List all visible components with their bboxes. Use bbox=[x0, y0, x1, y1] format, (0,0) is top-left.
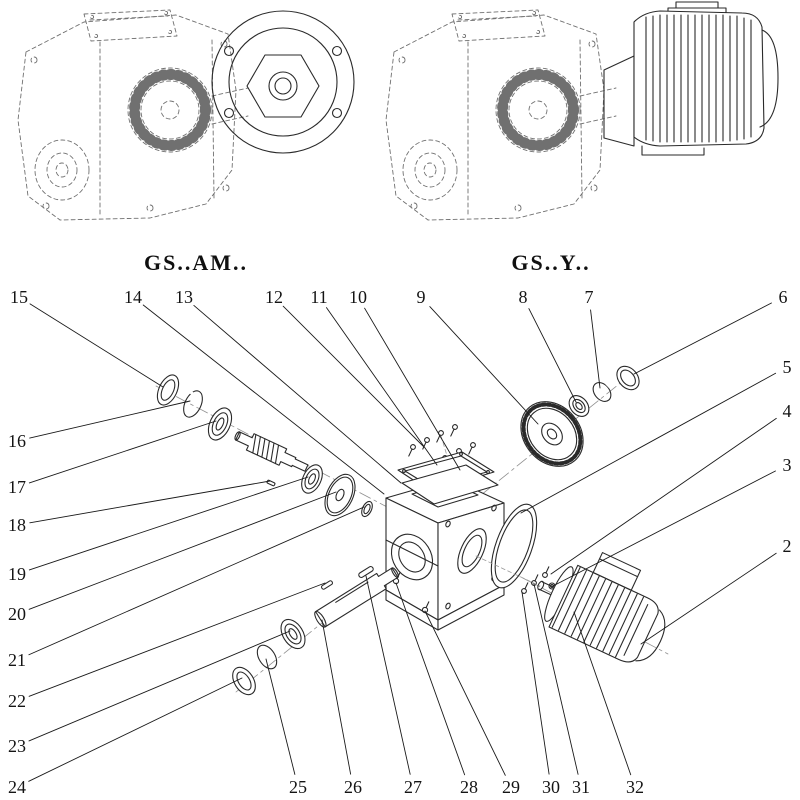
leader-line-25 bbox=[265, 658, 296, 775]
center-line-input-axis bbox=[155, 385, 669, 655]
leader-line-21 bbox=[28, 506, 365, 656]
callout-15: 15 bbox=[10, 287, 28, 307]
leader-line-18 bbox=[29, 480, 271, 524]
part-gear bbox=[520, 401, 584, 467]
callout-6: 6 bbox=[778, 287, 788, 307]
leader-line-10 bbox=[364, 307, 461, 471]
leader-line-22 bbox=[28, 582, 326, 697]
part-bearing-worm bbox=[301, 464, 323, 494]
callout-23: 23 bbox=[8, 736, 26, 756]
leader-line-29 bbox=[424, 610, 506, 776]
callout-4: 4 bbox=[782, 401, 792, 421]
callout-28: 28 bbox=[460, 777, 478, 797]
leader-line-2 bbox=[640, 552, 777, 645]
part-spacer-ring bbox=[361, 500, 373, 518]
part-pin bbox=[266, 479, 276, 487]
leader-line-28 bbox=[395, 582, 466, 776]
callout-29: 29 bbox=[502, 777, 520, 797]
leader-line-7 bbox=[590, 309, 601, 389]
gearbox-am-flange bbox=[211, 10, 355, 154]
callout-30: 30 bbox=[542, 777, 560, 797]
part-key-small bbox=[320, 580, 334, 590]
leader-line-24 bbox=[28, 677, 243, 782]
part-output-shaft bbox=[314, 567, 399, 628]
exploded-view-drawing bbox=[155, 365, 669, 696]
gearbox-y-housing bbox=[386, 10, 616, 220]
part-bearing-input bbox=[207, 407, 233, 441]
leader-line-19 bbox=[28, 476, 309, 571]
part-worm-shaft bbox=[234, 431, 309, 472]
callout-2: 2 bbox=[782, 536, 792, 556]
leader-line-13 bbox=[193, 305, 402, 484]
leader-lines bbox=[28, 302, 777, 782]
callout-7: 7 bbox=[584, 287, 594, 307]
callout-18: 18 bbox=[8, 515, 26, 535]
leader-line-9 bbox=[429, 306, 539, 425]
leader-line-30 bbox=[521, 591, 550, 775]
part-circlip-output bbox=[256, 644, 278, 670]
callout-9: 9 bbox=[416, 287, 426, 307]
part-circlip-top bbox=[592, 382, 613, 402]
part-cover-gasket bbox=[401, 464, 499, 505]
leader-line-32 bbox=[573, 611, 632, 776]
leader-line-27 bbox=[365, 575, 411, 775]
part-shim-disc bbox=[324, 473, 356, 517]
leader-line-5 bbox=[520, 372, 777, 514]
leader-line-17 bbox=[28, 420, 217, 484]
gearbox-y-motor bbox=[603, 1, 779, 156]
variant-label-gs-am: GS..AM.. bbox=[144, 250, 248, 275]
callout-12: 12 bbox=[265, 287, 283, 307]
leader-line-12 bbox=[282, 305, 425, 448]
leader-line-26 bbox=[321, 619, 352, 775]
part-bearing-top bbox=[568, 395, 590, 417]
part-bearing-output bbox=[280, 618, 306, 650]
leader-line-31 bbox=[533, 583, 579, 775]
leader-line-3 bbox=[552, 470, 776, 587]
callout-24: 24 bbox=[8, 777, 26, 797]
part-adapter-ring bbox=[490, 503, 538, 589]
callout-21: 21 bbox=[8, 650, 26, 670]
callout-19: 19 bbox=[8, 564, 26, 584]
callout-5: 5 bbox=[782, 357, 792, 377]
callout-27: 27 bbox=[404, 777, 422, 797]
callout-13: 13 bbox=[175, 287, 193, 307]
gearbox-housing-drawing bbox=[17, 9, 249, 221]
callout-11: 11 bbox=[310, 287, 328, 307]
callout-31: 31 bbox=[572, 777, 590, 797]
leader-line-20 bbox=[28, 491, 337, 610]
leader-line-6 bbox=[633, 302, 772, 375]
part-oil-seal-output bbox=[232, 666, 256, 696]
callout-22: 22 bbox=[8, 691, 26, 711]
callout-14: 14 bbox=[124, 287, 142, 307]
part-oil-seal-input bbox=[156, 374, 180, 406]
leader-line-11 bbox=[326, 307, 438, 466]
leader-line-14 bbox=[142, 304, 385, 495]
part-oil-seal-top bbox=[616, 365, 640, 391]
leader-line-16 bbox=[29, 400, 191, 439]
callout-25: 25 bbox=[289, 777, 307, 797]
part-motor bbox=[537, 552, 666, 663]
variant-label-gs-y: GS..Y.. bbox=[511, 250, 591, 275]
leader-line-23 bbox=[28, 630, 291, 742]
callout-20: 20 bbox=[8, 604, 26, 624]
part-key bbox=[358, 565, 374, 579]
leader-line-15 bbox=[29, 303, 164, 388]
leader-line-8 bbox=[528, 308, 577, 403]
callout-32: 32 bbox=[626, 777, 644, 797]
leader-line-4 bbox=[550, 417, 777, 575]
callout-8: 8 bbox=[518, 287, 528, 307]
callout-10: 10 bbox=[349, 287, 367, 307]
callout-3: 3 bbox=[782, 455, 792, 475]
callout-16: 16 bbox=[8, 431, 26, 451]
callout-17: 17 bbox=[8, 477, 26, 497]
callout-26: 26 bbox=[344, 777, 362, 797]
part-circlip-input bbox=[183, 389, 203, 418]
